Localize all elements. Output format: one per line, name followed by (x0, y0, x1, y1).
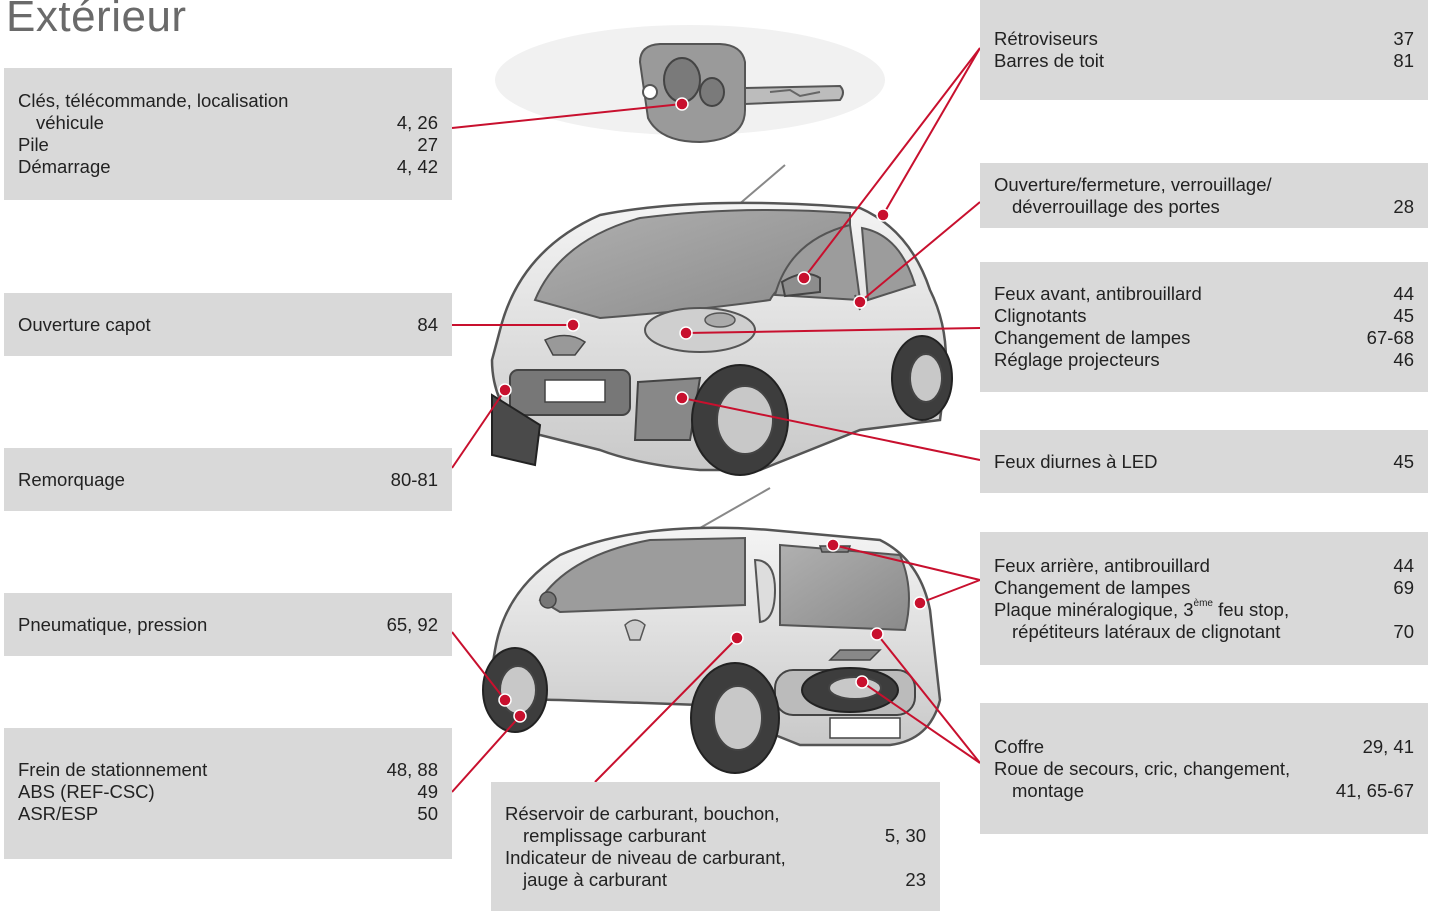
boot-page-3: 41, 65-67 (1335, 780, 1414, 801)
fuel-label-1: Réservoir de carburant, bouchon, (505, 802, 780, 824)
brakes-label-1: Frein de stationnement (18, 759, 208, 780)
brakes-page-2: 49 (417, 781, 438, 802)
bonnet-label: Ouverture capot (18, 313, 151, 335)
key-illustration (495, 25, 885, 144)
fuel-label-4: jauge à carburant (523, 868, 667, 890)
boot-label-3: montage (1012, 780, 1084, 801)
brakes-page-1: 48, 88 (386, 759, 438, 780)
doors-page-2: 28 (1393, 195, 1414, 217)
rear-lights-label-2: Changement de lampes (994, 576, 1191, 598)
towing-box: Remorquage 80-81 (4, 448, 452, 511)
mirrors-page-1: 37 (1393, 28, 1414, 49)
keys-page-2: 4, 26 (396, 112, 438, 133)
rear-lights-label-3sup: ème (1193, 598, 1213, 610)
rear-lights-label-3b: feu stop, (1212, 598, 1290, 620)
rear-lights-page-4: 70 (1393, 620, 1414, 642)
rear-lights-page-1: 44 (1393, 554, 1414, 576)
doors-label-1: Ouverture/fermeture, verrouillage/ (994, 173, 1272, 195)
front-lights-label-1: Feux avant, antibrouillard (994, 283, 1202, 304)
brakes-label-3: ASR/ESP (18, 803, 99, 824)
keys-label-3: Pile (18, 134, 49, 155)
bonnet-box: Ouverture capot 84 (4, 293, 452, 356)
boot-label-2: Roue de secours, cric, changement, (994, 758, 1291, 779)
tyres-box: Pneumatique, pression 65, 92 (4, 593, 452, 656)
fuel-label-2: remplissage carburant (523, 824, 707, 846)
towing-page: 80-81 (390, 468, 438, 490)
drl-label: Feux diurnes à LED (994, 450, 1158, 472)
front-lights-page-4: 46 (1393, 349, 1414, 370)
keys-page-3: 27 (417, 134, 438, 155)
fuel-box: Réservoir de carburant, bouchon, remplis… (491, 782, 940, 911)
front-lights-label-3: Changement de lampes (994, 327, 1191, 348)
rear-lights-box: Feux arrière, antibrouillard 44 Changemen… (980, 532, 1428, 665)
mirrors-page-2: 81 (1393, 50, 1414, 71)
rear-car-illustration (482, 487, 942, 774)
front-lights-label-2: Clignotants (994, 305, 1087, 326)
front-lights-box: Feux avant, antibrouillard 44 Clignotants… (980, 262, 1428, 392)
fuel-page-2: 5, 30 (884, 824, 926, 846)
drl-page: 45 (1393, 450, 1414, 472)
rear-lights-label-3a: Plaque minéralogique, 3 (994, 598, 1194, 620)
towing-label: Remorquage (18, 468, 125, 490)
brakes-label-2: ABS (REF-CSC) (18, 781, 155, 802)
mirrors-box: Rétroviseurs 37 Barres de toit 81 (980, 0, 1428, 100)
front-lights-page-1: 44 (1393, 283, 1414, 304)
callout-dots (498, 97, 927, 723)
boot-page-1: 29, 41 (1362, 736, 1414, 757)
boot-box: Coffre 29, 41 Roue de secours, cric, chan… (980, 703, 1428, 834)
front-lights-page-2: 45 (1393, 305, 1414, 326)
fuel-page-4: 23 (905, 868, 926, 890)
callout-lines (451, 47, 981, 793)
bonnet-page: 84 (417, 313, 438, 335)
brakes-page-3: 50 (417, 803, 438, 824)
doors-box: Ouverture/fermeture, verrouillage/ déver… (980, 163, 1428, 228)
boot-label-1: Coffre (994, 736, 1045, 757)
keys-label-4: Démarrage (18, 156, 111, 177)
rear-lights-label-3: Plaque minéralogique, 3ème feu stop, (994, 599, 1289, 621)
tyres-label: Pneumatique, pression (18, 613, 208, 635)
keys-box: Clés, télécommande, localisation véhicul… (4, 68, 452, 200)
rear-lights-label-4: répétiteurs latéraux de clignotant (1012, 620, 1281, 642)
doors-label-2: déverrouillage des portes (1012, 195, 1220, 217)
mirrors-label-1: Rétroviseurs (994, 28, 1098, 49)
rear-lights-page-2: 69 (1393, 576, 1414, 598)
page-title: Extérieur (6, 0, 187, 41)
front-car-illustration (490, 164, 953, 476)
front-lights-page-3: 67-68 (1366, 327, 1414, 348)
keys-label-2: véhicule (36, 112, 104, 133)
fuel-label-3: Indicateur de niveau de carburant, (505, 846, 786, 868)
mirrors-label-2: Barres de toit (994, 50, 1105, 71)
drl-box: Feux diurnes à LED 45 (980, 430, 1428, 493)
rear-lights-label-1: Feux arrière, antibrouillard (994, 554, 1210, 576)
keys-page-4: 4, 42 (396, 156, 438, 177)
front-lights-label-4: Réglage projecteurs (994, 349, 1160, 370)
brakes-box: Frein de stationnement 48, 88 ABS (REF-CS… (4, 728, 452, 859)
tyres-page: 65, 92 (386, 613, 438, 635)
keys-label-1: Clés, télécommande, localisation (18, 90, 289, 111)
